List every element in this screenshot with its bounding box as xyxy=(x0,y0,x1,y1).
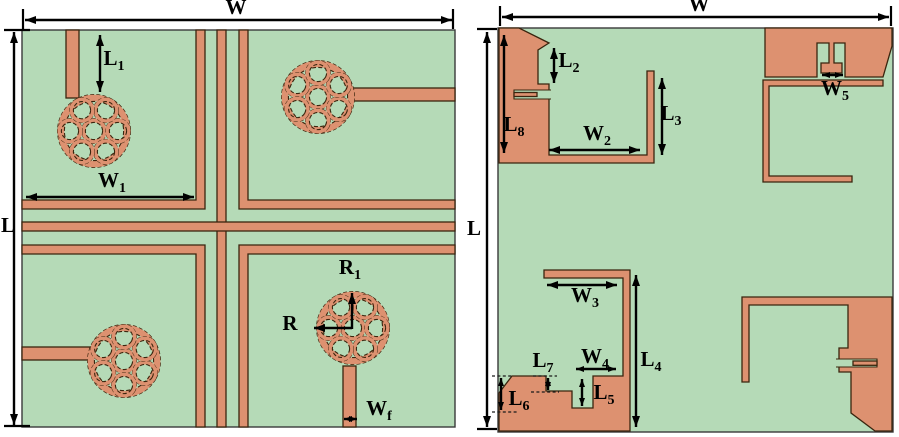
right-substrate xyxy=(497,27,894,433)
feed-bottom-right xyxy=(342,365,357,428)
feed-top-left xyxy=(65,29,80,99)
dim-label-L3: L3 xyxy=(660,101,682,129)
right-dimension-arrows xyxy=(477,6,893,431)
dim-label-L-left: L xyxy=(0,213,16,237)
ground-patch-top-left xyxy=(498,27,655,164)
dim-label-R: R xyxy=(282,311,298,335)
center-cross-horizontal xyxy=(21,221,456,232)
left-panel-board xyxy=(4,9,456,428)
ground-patch-bottom-right xyxy=(741,296,893,432)
frame-bottom-left xyxy=(21,244,206,428)
feed-top-right xyxy=(349,87,456,102)
dim-label-W3: W3 xyxy=(571,283,599,311)
bracket-stub-top-right xyxy=(762,79,884,183)
dim-label-W-left: W xyxy=(225,0,247,19)
dim-label-L8: L8 xyxy=(503,112,525,140)
dim-label-L-right: L xyxy=(466,216,482,240)
dim-label-L1: L1 xyxy=(103,46,125,74)
dim-label-W2: W2 xyxy=(583,121,611,149)
dim-label-W5: W5 xyxy=(821,76,849,104)
dim-label-W-right: W xyxy=(688,0,710,16)
dim-label-L5: L5 xyxy=(593,380,615,408)
slot-finger-bottom-right xyxy=(852,360,878,366)
dim-label-L6: L6 xyxy=(508,386,530,414)
dim-label-W4: W4 xyxy=(581,344,609,372)
frame-bottom-right xyxy=(238,244,456,428)
feed-bottom-left xyxy=(21,346,91,361)
ground-patch-top-right xyxy=(764,27,893,78)
right-panel-board xyxy=(477,6,894,433)
left-dimension-arrows xyxy=(4,9,455,428)
slot-finger-top-left xyxy=(513,91,538,98)
dim-label-R1: R1 xyxy=(338,255,362,283)
frame-top-right xyxy=(238,29,456,210)
right-copper-layer xyxy=(498,27,893,432)
dim-label-L2: L2 xyxy=(558,48,580,76)
dim-label-L7: L7 xyxy=(532,348,554,376)
dim-label-W1: W1 xyxy=(98,168,126,196)
dim-label-Wf: Wf xyxy=(366,396,392,424)
dim-label-L4: L4 xyxy=(640,347,662,375)
left-copper-layer xyxy=(21,29,456,428)
